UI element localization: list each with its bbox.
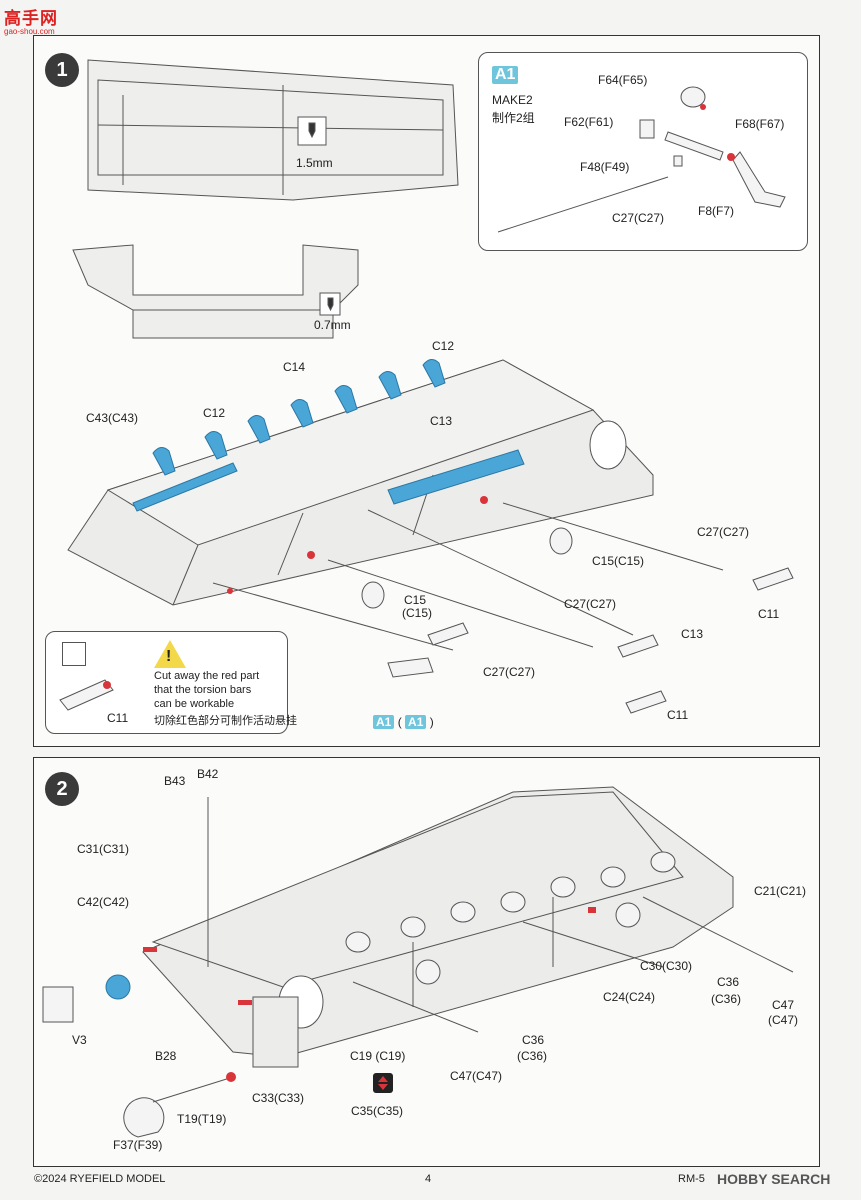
- footer-page-number: 4: [425, 1173, 432, 1185]
- step2-drawing: [42, 786, 794, 1138]
- drill-size-top: 1.5mm: [296, 156, 333, 170]
- sub-label-f68: F68(F67): [735, 117, 785, 131]
- warning-mark: !: [166, 648, 172, 665]
- label-c27-low: C27(C27): [483, 665, 536, 679]
- label-a1-reference: A1 ( A1 ): [373, 715, 434, 729]
- note-drawing: [59, 679, 114, 711]
- a1-ref-badge-2: A1: [405, 715, 427, 729]
- step1-drawing: [67, 59, 794, 714]
- logo-subtext: gao-shou.com: [4, 27, 55, 36]
- warning-icon: [154, 640, 186, 668]
- label-c36-right-sub: (C36): [711, 992, 742, 1006]
- label-v3: V3: [72, 1033, 87, 1047]
- label-c14: C14: [283, 360, 306, 374]
- note-line1: Cut away the red part: [154, 670, 260, 682]
- note-line2: that the torsion bars: [154, 684, 252, 696]
- sub-label-f64: F64(F65): [598, 73, 648, 87]
- label-b43: B43: [164, 774, 186, 788]
- sub-label-f62: F62(F61): [564, 115, 614, 129]
- label-c11-right: C11: [758, 607, 780, 621]
- label-b28: B28: [155, 1049, 177, 1063]
- label-b42: B42: [197, 767, 219, 781]
- label-c42: C42(C42): [77, 895, 130, 909]
- a1-ref-badge: A1: [373, 715, 395, 729]
- label-c15-mid: C15: [404, 593, 427, 607]
- footer-copyright: ©2024 RYEFIELD MODEL: [34, 1173, 166, 1185]
- label-c27-right: C27(C27): [697, 525, 750, 539]
- knife-icon: [62, 642, 86, 666]
- step1-number: 1: [45, 53, 79, 87]
- label-c36-right: C36: [717, 975, 740, 989]
- label-c24: C24(C24): [603, 990, 656, 1004]
- label-c47-right-sub: (C47): [768, 1013, 799, 1027]
- label-c33: C33(C33): [252, 1091, 305, 1105]
- label-c15-mid-sub: (C15): [402, 606, 433, 620]
- sub-label-f8: F8(F7): [698, 204, 734, 218]
- label-f37: F37(F39): [113, 1138, 163, 1152]
- logo-text: 高手网: [4, 9, 58, 29]
- label-c15-right: C15(C15): [592, 554, 645, 568]
- label-c27-mid: C27(C27): [564, 597, 617, 611]
- label-c30: C30(C30): [640, 959, 693, 973]
- label-c36-mid-sub: (C36): [517, 1049, 548, 1063]
- label-c21: C21(C21): [754, 884, 807, 898]
- drill-size-bottom: 0.7mm: [314, 318, 351, 332]
- label-c13-top: C13: [430, 414, 453, 428]
- note-cn: 切除红色部分可制作活动悬挂: [154, 715, 297, 727]
- footer-model-code: RM-5: [678, 1173, 705, 1185]
- label-c31: C31(C31): [77, 842, 130, 856]
- label-c12-top: C12: [432, 339, 455, 353]
- subassembly-drawing: [497, 86, 786, 233]
- label-c13-mid: C13: [681, 627, 704, 641]
- label-c47-right: C47: [772, 998, 795, 1012]
- note-line3: can be workable: [154, 698, 235, 710]
- label-c11-low: C11: [667, 708, 689, 722]
- label-c43: C43(C43): [86, 411, 139, 425]
- sub-label-c27: C27(C27): [612, 211, 665, 225]
- label-c35: C35(C35): [351, 1104, 404, 1118]
- label-c19: C19 (C19): [350, 1049, 406, 1063]
- label-t19: T19(T19): [177, 1112, 227, 1126]
- subassembly-badge: A1: [492, 66, 519, 84]
- label-c47-mid: C47(C47): [450, 1069, 503, 1083]
- label-c36-mid: C36: [522, 1033, 545, 1047]
- subassembly-make-text: MAKE2: [492, 93, 533, 107]
- sub-label-f48: F48(F49): [580, 160, 630, 174]
- footer-watermark: HOBBY SEARCH: [717, 1171, 831, 1187]
- step2-number: 2: [45, 772, 79, 806]
- note-part-c11: C11: [107, 711, 129, 725]
- site-logo: 高手网 gao-shou.com: [4, 4, 58, 36]
- subassembly-a1-box: [478, 52, 808, 251]
- subassembly-make-text-cn: 制作2组: [492, 111, 535, 125]
- label-c12-left: C12: [203, 406, 226, 420]
